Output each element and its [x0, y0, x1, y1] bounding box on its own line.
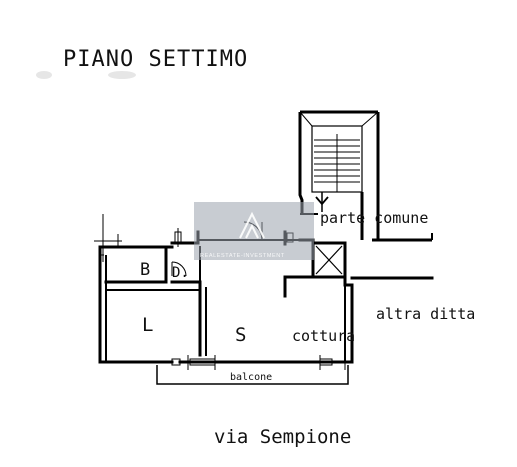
interior-walls	[104, 246, 207, 357]
scale-remnant	[36, 71, 136, 79]
watermark-logo-icon	[239, 211, 265, 239]
watermark-text: REALESTATE-INVESTMENT	[200, 253, 285, 259]
room-label-bedroom: L	[142, 314, 153, 336]
label-street: via Sempione	[214, 426, 351, 448]
dimension-markers	[94, 214, 122, 262]
room-label-living: S	[235, 324, 246, 346]
windows	[171, 355, 346, 370]
balcony-outline	[156, 365, 349, 385]
room-label-kitchen: cottura	[292, 327, 355, 345]
watermark: REALESTATE-INVESTMENT	[194, 202, 314, 260]
plan-title: PIANO SETTIMO	[63, 47, 248, 72]
stair-core	[298, 110, 433, 242]
room-label-bathroom: B	[140, 260, 150, 280]
label-other-company: altra ditta	[376, 305, 475, 323]
room-label-storage: D.	[172, 265, 189, 281]
label-balcony: balcone	[230, 372, 272, 383]
lift-shaft	[311, 241, 347, 279]
label-common-area: parte comune	[320, 209, 428, 227]
